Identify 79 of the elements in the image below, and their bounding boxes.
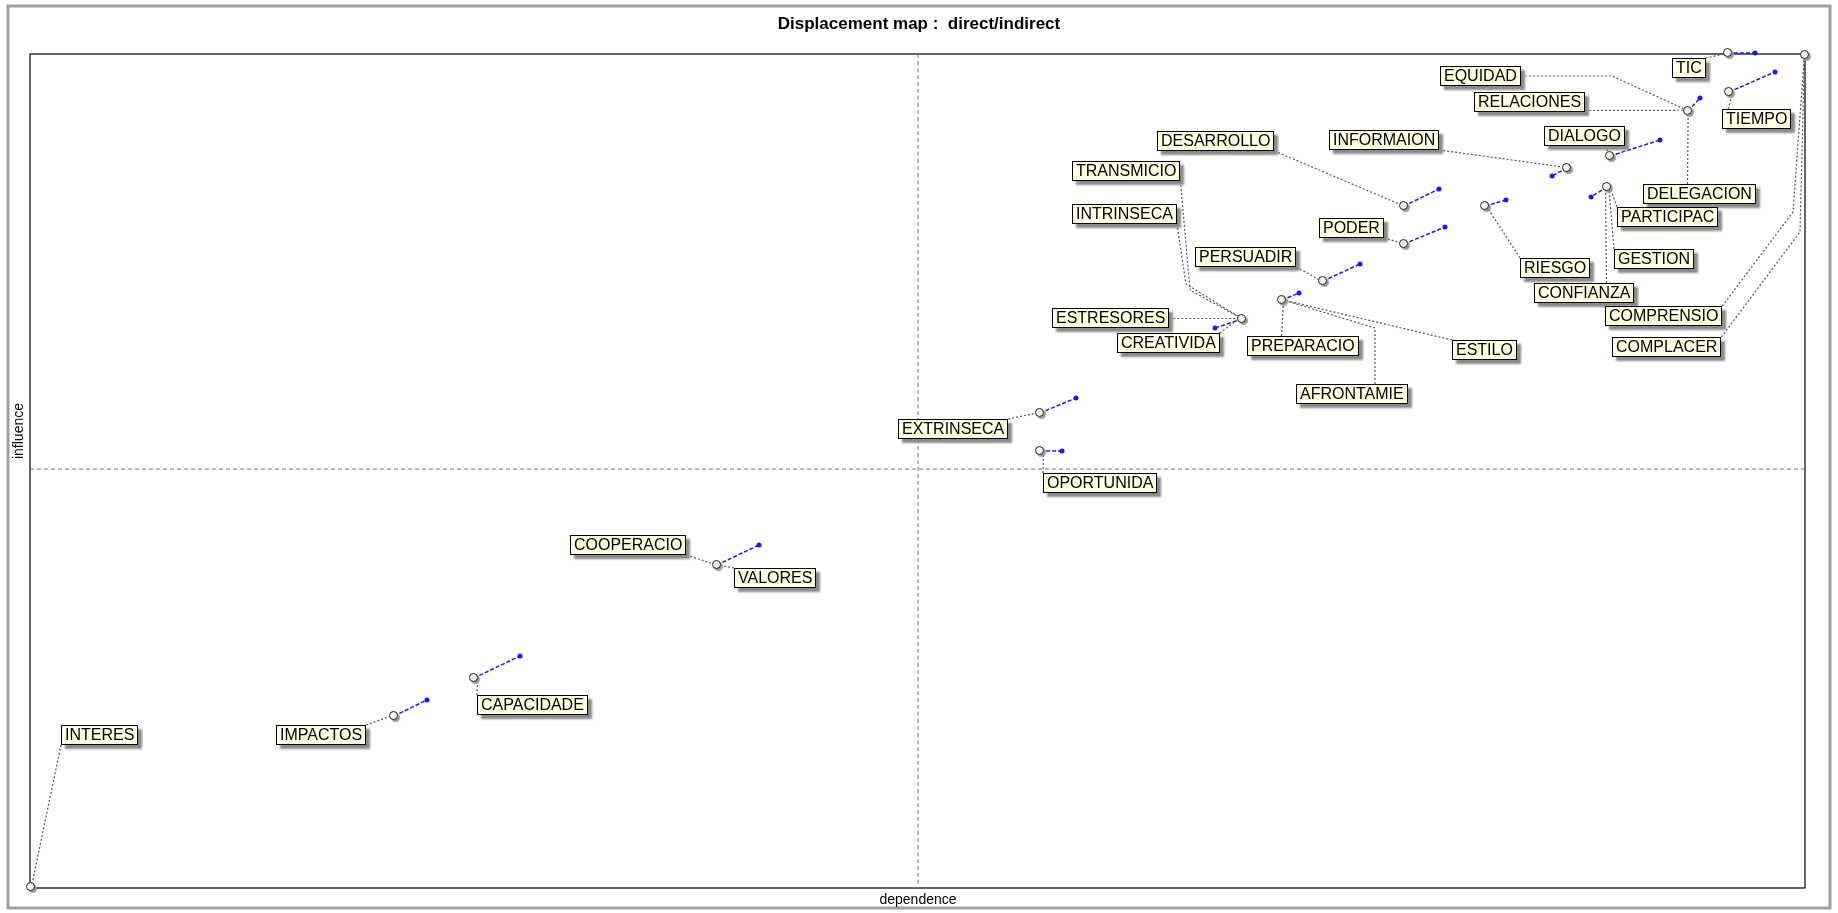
variable-label: IMPACTOS [276, 725, 367, 745]
point-marker [1724, 87, 1733, 96]
point-marker [1602, 182, 1611, 191]
leader-line [1605, 145, 1611, 154]
variable-label: CONFIANZA [1534, 283, 1635, 303]
point-marker [1399, 201, 1408, 210]
leader-line [1605, 190, 1608, 284]
point-marker [1562, 163, 1571, 172]
leader-line [1727, 94, 1733, 110]
leader-line [1383, 237, 1400, 243]
variable-label: PREPARACIO [1247, 336, 1359, 356]
leader-line [1520, 75, 1684, 110]
chart-title: Displacement map : direct/indirect [777, 14, 1061, 33]
variable-label: EQUIDAD [1440, 66, 1521, 86]
variable-label: INTERES [61, 725, 139, 745]
variable-label: AFRONTAMIE [1296, 384, 1408, 404]
axis-title: influence [10, 403, 26, 459]
leader-line [1438, 149, 1563, 168]
leader-line [1280, 303, 1284, 337]
leader-line [1273, 150, 1400, 205]
variable-label: DELEGACION [1643, 184, 1756, 204]
leader-line [1487, 207, 1521, 259]
leader-line [685, 554, 713, 565]
leader-line [1176, 223, 1239, 317]
point-marker [1237, 314, 1246, 323]
variable-label: DIALOGO [1544, 126, 1625, 146]
variable-label: RIESGO [1520, 258, 1591, 278]
leader-line [1584, 109, 1684, 112]
point-marker [26, 882, 35, 891]
variable-label: VALORES [734, 568, 817, 588]
variable-label: CAPACIDADE [477, 695, 588, 715]
point-marker [1035, 408, 1044, 417]
point-marker [1318, 276, 1327, 285]
variable-label: TIC [1672, 58, 1706, 78]
leader-line [1007, 412, 1036, 420]
variable-label: EXTRINSECA [898, 419, 1009, 439]
variable-label: INTRINSECA [1072, 204, 1177, 224]
point-marker [1035, 446, 1044, 455]
variable-label: DESARROLLO [1157, 131, 1275, 151]
variable-label: PERSUADIR [1195, 247, 1297, 267]
variable-label: PODER [1319, 218, 1384, 238]
point-marker [1277, 295, 1286, 304]
point-marker [1683, 106, 1692, 115]
leader-line [720, 564, 735, 569]
point-marker [1480, 201, 1489, 210]
leader-line [1168, 317, 1238, 320]
point-marker [1723, 48, 1732, 57]
axis-title: dependence [879, 891, 957, 907]
point-marker [469, 673, 478, 682]
variable-label: OPORTUNIDA [1043, 473, 1158, 493]
leader-line [1608, 189, 1615, 250]
point-marker [1605, 151, 1614, 160]
leader-line [476, 678, 479, 696]
variable-label: GESTION [1614, 249, 1694, 269]
leader-line [1042, 452, 1045, 474]
variable-label: COMPLACER [1612, 337, 1722, 357]
variable-label: COMPRENSIO [1605, 306, 1723, 326]
leader-line [1705, 53, 1724, 59]
point-marker [1800, 50, 1809, 59]
leader-line [365, 716, 390, 726]
leader-line [1686, 114, 1689, 185]
leader-line [1179, 180, 1239, 317]
point-marker [1399, 239, 1408, 248]
variable-label: PARTICIPAC [1617, 207, 1719, 227]
variable-label: COOPERACIO [570, 535, 687, 555]
leader-line [1295, 266, 1319, 280]
variable-label: ESTILO [1452, 340, 1517, 360]
leader-line [1609, 187, 1618, 208]
variable-label: TIEMPO [1722, 109, 1792, 129]
variable-label: TRANSMICIO [1072, 161, 1181, 181]
variable-label: CREATIVIDA [1117, 333, 1220, 353]
variable-label: ESTRESORES [1052, 308, 1170, 328]
variable-label: INFORMAION [1329, 130, 1440, 150]
leader-line [1285, 300, 1453, 341]
point-marker [389, 711, 398, 720]
leader-line [1285, 300, 1376, 385]
variable-label: RELACIONES [1474, 92, 1586, 112]
leader-line [1219, 319, 1238, 334]
point-marker [712, 560, 721, 569]
